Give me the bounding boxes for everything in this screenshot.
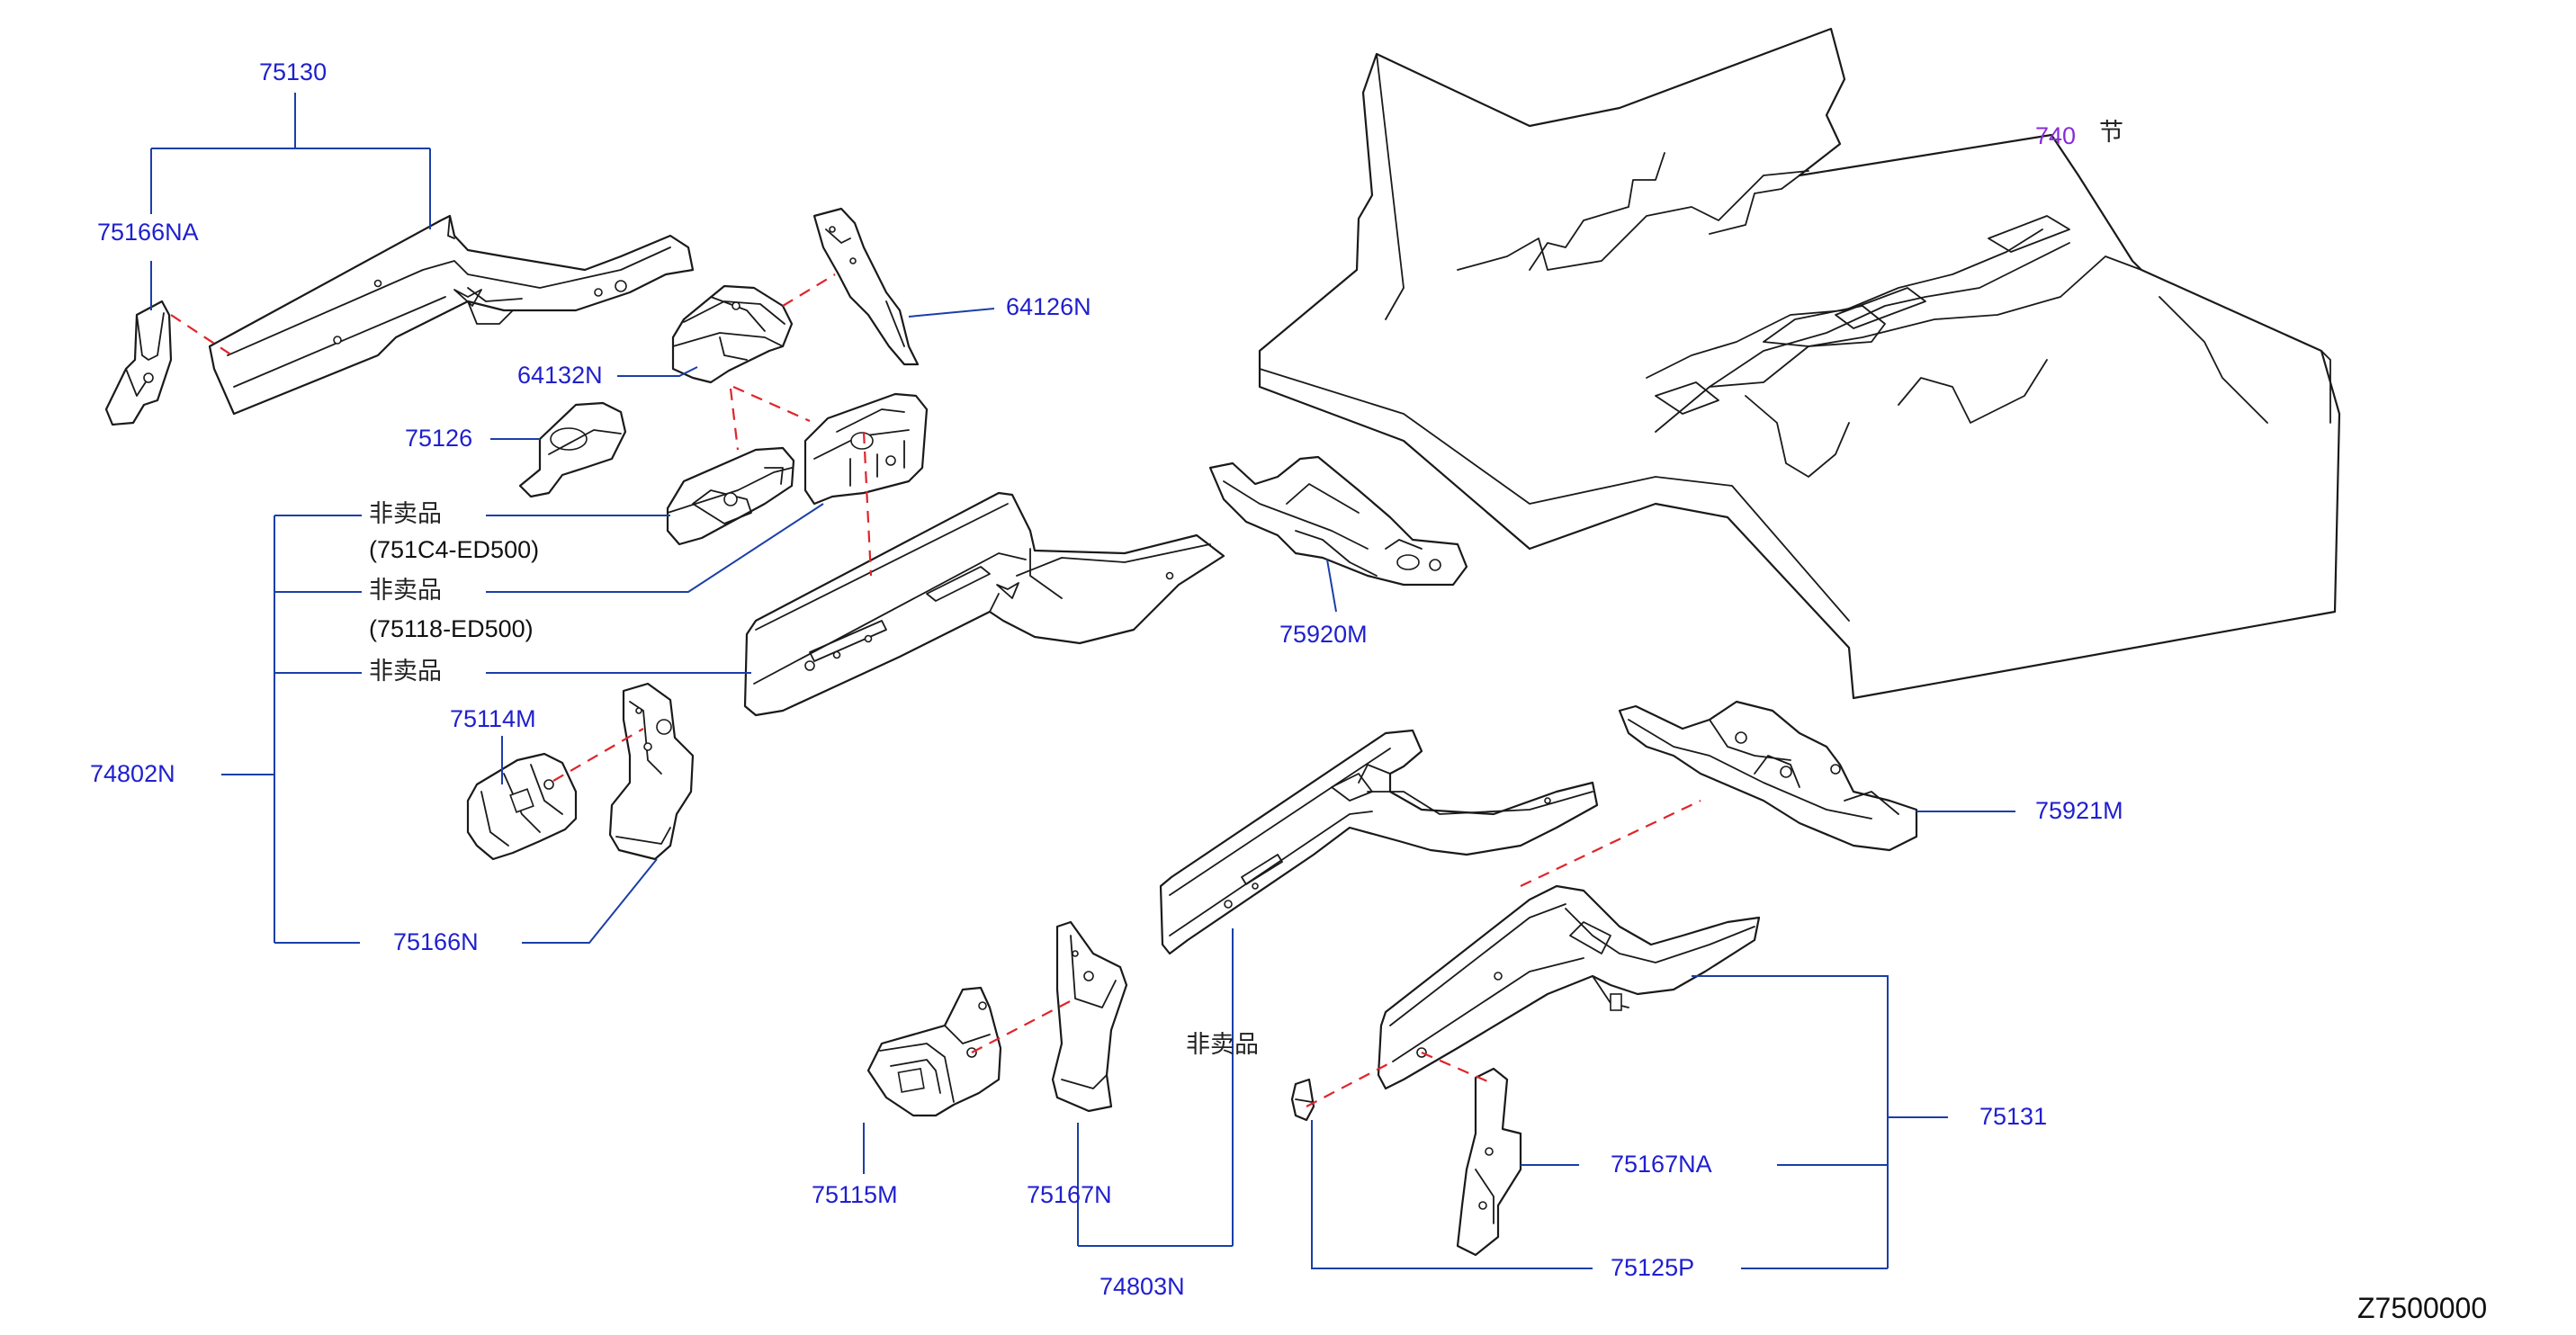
- part-number-75131[interactable]: 75131: [1979, 1103, 2048, 1130]
- part-number-75115M[interactable]: 75115M: [812, 1181, 898, 1208]
- not-for-sale-code-1: (751C4-ED500): [369, 536, 540, 563]
- not-for-sale-label-4: 非卖品: [1186, 1031, 1259, 1059]
- leader-lines: [150, 93, 2015, 1269]
- bracket-64132N-part[interactable]: [671, 284, 794, 384]
- plate-75167NA-part[interactable]: [1456, 1067, 1522, 1257]
- member-75920M-part[interactable]: [1208, 455, 1468, 587]
- part-number-75921M[interactable]: 75921M: [2035, 797, 2123, 824]
- group-suffix-label: 节: [2099, 119, 2123, 147]
- side-member-74802N-part[interactable]: [743, 491, 1225, 717]
- group-number-740[interactable]: 740: [2035, 122, 2077, 149]
- not-for-sale-label-3: 非卖品: [369, 658, 442, 685]
- not-for-sale-code-2: (75118-ED500): [369, 615, 534, 642]
- part-number-64132N[interactable]: 64132N: [517, 362, 603, 389]
- part-number-75167NA[interactable]: 75167NA: [1611, 1151, 1712, 1178]
- part-number-75114M[interactable]: 75114M: [450, 705, 536, 732]
- crossmember-751C4-part[interactable]: [666, 446, 795, 546]
- part-number-75166N[interactable]: 75166N: [393, 928, 479, 955]
- crossmember-75118-part[interactable]: [803, 392, 929, 506]
- side-member-74803N-part[interactable]: [1159, 729, 1599, 955]
- dashed-connectors: [170, 273, 1701, 1107]
- side-member-75130-part[interactable]: [208, 214, 695, 416]
- part-number-75167N[interactable]: 75167N: [1027, 1181, 1112, 1208]
- bracket-75166N-part[interactable]: [608, 682, 695, 861]
- member-75921M-part[interactable]: [1618, 700, 1918, 852]
- part-number-74802N[interactable]: 74802N: [90, 760, 175, 787]
- side-member-75131-part[interactable]: [1377, 884, 1761, 1090]
- bracket-75114M-part[interactable]: [466, 752, 578, 861]
- bracket-75115M-part[interactable]: [866, 986, 1002, 1117]
- part-number-64126N[interactable]: 64126N: [1006, 293, 1091, 320]
- part-number-74803N[interactable]: 74803N: [1100, 1273, 1185, 1300]
- not-for-sale-label-2: 非卖品: [369, 577, 442, 605]
- part-number-75130[interactable]: 75130: [259, 58, 328, 85]
- diagram-code: Z7500000: [2357, 1292, 2488, 1324]
- part-number-75126[interactable]: 75126: [405, 425, 473, 452]
- bracket-75167N-part[interactable]: [1051, 920, 1128, 1113]
- not-for-sale-label-1: 非卖品: [369, 500, 442, 528]
- part-number-75920M[interactable]: 75920M: [1279, 621, 1368, 648]
- bracket-75166NA-part[interactable]: [104, 300, 173, 426]
- panel-64126N-part[interactable]: [812, 207, 920, 366]
- clip-75125P-part[interactable]: [1290, 1078, 1315, 1122]
- part-number-75125P[interactable]: 75125P: [1611, 1254, 1695, 1281]
- part-number-75166NA[interactable]: 75166NA: [97, 219, 199, 246]
- floor-panel-part[interactable]: [1258, 27, 2341, 700]
- bracket-75126-part[interactable]: [518, 401, 627, 498]
